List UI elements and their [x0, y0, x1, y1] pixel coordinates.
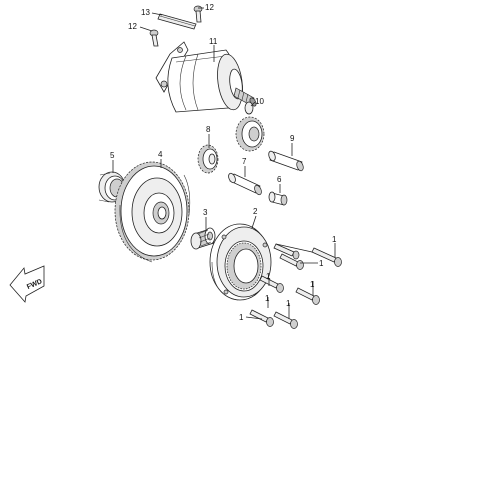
callout-1-a: 1: [332, 235, 337, 244]
part-3-needle-bearing: [190, 227, 216, 250]
part-7-pin: [228, 172, 262, 196]
part-1-bolt-a: [273, 243, 300, 260]
callout-1-c: 1: [266, 272, 271, 281]
part-1-bolt-f: [249, 309, 274, 327]
callout-1-b: 1: [319, 259, 324, 268]
callout-10: 10: [255, 97, 264, 106]
part-10-washer: [244, 101, 254, 115]
part-8-gear: [197, 144, 219, 174]
part-12-bolt-left: [149, 29, 159, 47]
leader-lines: [112, 7, 336, 320]
callout-3: 3: [203, 208, 208, 217]
callout-12-left: 12: [128, 22, 137, 31]
callout-9: 9: [290, 134, 295, 143]
callout-1-g: 1: [239, 313, 244, 322]
callout-12-top: 12: [205, 3, 214, 12]
part-12-bolt-top: [193, 5, 203, 23]
callout-4: 4: [158, 150, 163, 159]
part-2-starter-clutch: [209, 223, 272, 301]
callout-1-e: 1: [265, 294, 270, 303]
callout-2: 2: [253, 207, 258, 216]
callout-6: 6: [277, 175, 282, 184]
fwd-direction-arrow: FWD: [9, 265, 45, 303]
part-11-starter-motor: [155, 41, 257, 113]
callout-labels: 13 12 12 11 10 8 9 7 6 5 4 3 2 1 1 1 1 1…: [110, 3, 337, 322]
part-4-ring-gear: [114, 161, 191, 263]
part-1-bolt-e: [295, 287, 320, 305]
part-1-bolt-g: [273, 311, 298, 329]
part-6-bushing: [268, 191, 288, 206]
callout-13: 13: [141, 8, 150, 17]
part-1-bolt-c: [311, 247, 342, 267]
callout-1-d: 1: [310, 280, 315, 289]
callout-1-f: 1: [286, 299, 291, 308]
part-10-gear: [235, 116, 265, 152]
callout-11: 11: [209, 37, 218, 46]
callout-7: 7: [242, 157, 247, 166]
callout-5: 5: [110, 151, 115, 160]
part-9-pin: [268, 150, 304, 172]
part-13-rod: [157, 13, 197, 30]
callout-8: 8: [206, 125, 211, 134]
